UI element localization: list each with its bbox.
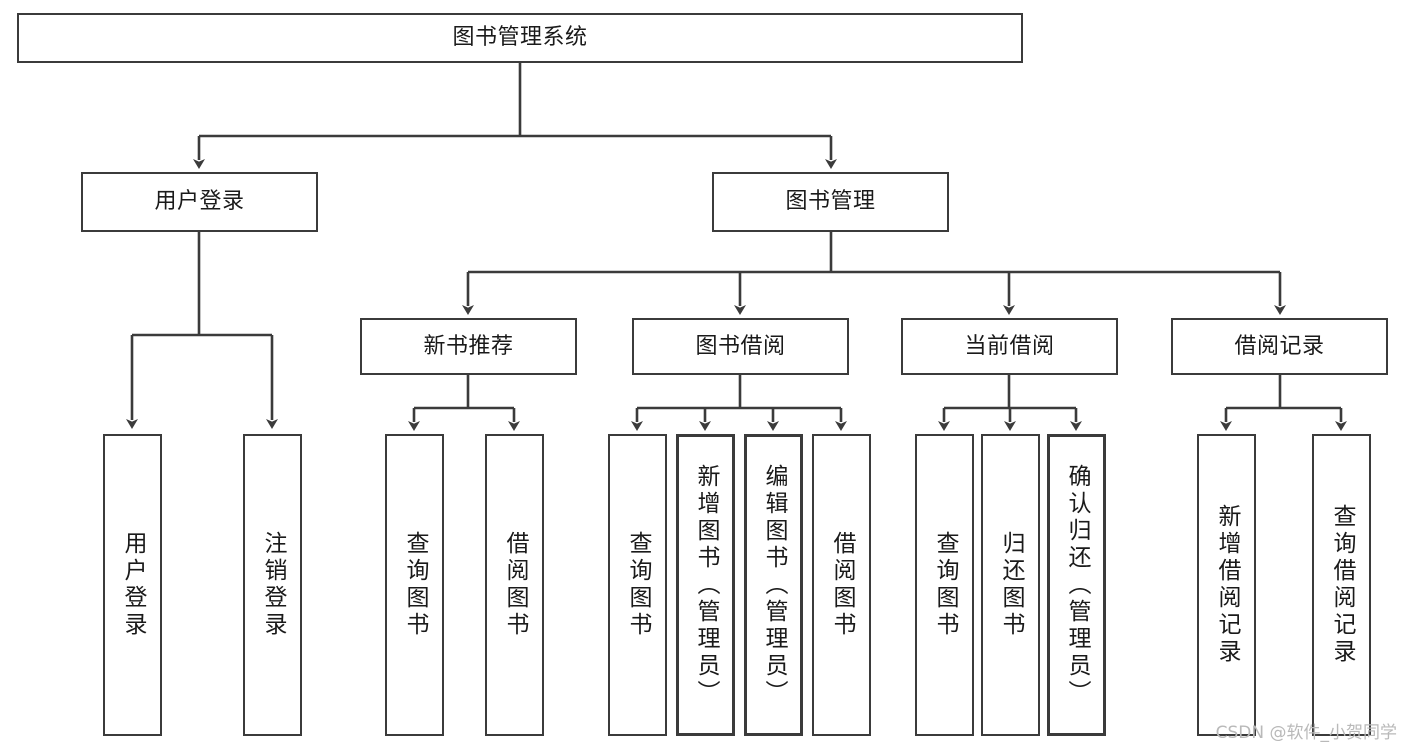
leaf-label: 查询借阅记录: [1329, 504, 1355, 666]
leaf-current-confirm-return-admin[interactable]: 确认归还（管理员）: [1047, 434, 1106, 736]
leaf-recommend-borrow-book[interactable]: 借阅图书: [485, 434, 544, 736]
leaf-label: 编辑图书（管理员）: [761, 463, 787, 707]
leaf-label: 用户登录: [120, 531, 146, 639]
node-current-borrow[interactable]: 当前借阅: [901, 318, 1118, 375]
node-root[interactable]: 图书管理系统: [17, 13, 1023, 63]
node-new-book-recommend[interactable]: 新书推荐: [360, 318, 577, 375]
node-book-management[interactable]: 图书管理: [712, 172, 949, 232]
node-current-borrow-label: 当前借阅: [964, 333, 1055, 359]
node-book-management-label: 图书管理: [785, 189, 876, 215]
leaf-label: 借阅图书: [829, 531, 855, 639]
node-new-book-recommend-label: 新书推荐: [423, 333, 514, 359]
leaf-label: 新增图书（管理员）: [693, 463, 719, 707]
leaf-borrow-edit-book-admin[interactable]: 编辑图书（管理员）: [744, 434, 803, 736]
leaf-user-login-signout[interactable]: 注销登录: [243, 434, 302, 736]
leaf-label: 归还图书: [998, 531, 1024, 639]
node-user-login-label: 用户登录: [154, 189, 245, 215]
leaf-user-login-signin[interactable]: 用户登录: [103, 434, 162, 736]
leaf-label: 借阅图书: [502, 531, 528, 639]
leaf-current-query-book[interactable]: 查询图书: [915, 434, 974, 736]
node-borrow-record-label: 借阅记录: [1234, 333, 1325, 359]
node-user-login[interactable]: 用户登录: [81, 172, 318, 232]
leaf-label: 确认归还（管理员）: [1064, 463, 1090, 707]
leaf-label: 注销登录: [260, 531, 286, 639]
leaf-label: 新增借阅记录: [1214, 504, 1240, 666]
node-book-borrow[interactable]: 图书借阅: [632, 318, 849, 375]
leaf-borrow-add-book-admin[interactable]: 新增图书（管理员）: [676, 434, 735, 736]
leaf-recommend-query-book[interactable]: 查询图书: [385, 434, 444, 736]
leaf-borrow-query-book[interactable]: 查询图书: [608, 434, 667, 736]
node-root-label: 图书管理系统: [452, 25, 588, 51]
node-borrow-record[interactable]: 借阅记录: [1171, 318, 1388, 375]
leaf-current-return-book[interactable]: 归还图书: [981, 434, 1040, 736]
leaf-label: 查询图书: [625, 531, 651, 639]
node-book-borrow-label: 图书借阅: [695, 333, 786, 359]
leaf-record-query-record[interactable]: 查询借阅记录: [1312, 434, 1371, 736]
leaf-borrow-borrow-book[interactable]: 借阅图书: [812, 434, 871, 736]
leaf-label: 查询图书: [402, 531, 428, 639]
leaf-label: 查询图书: [932, 531, 958, 639]
leaf-record-add-record[interactable]: 新增借阅记录: [1197, 434, 1256, 736]
